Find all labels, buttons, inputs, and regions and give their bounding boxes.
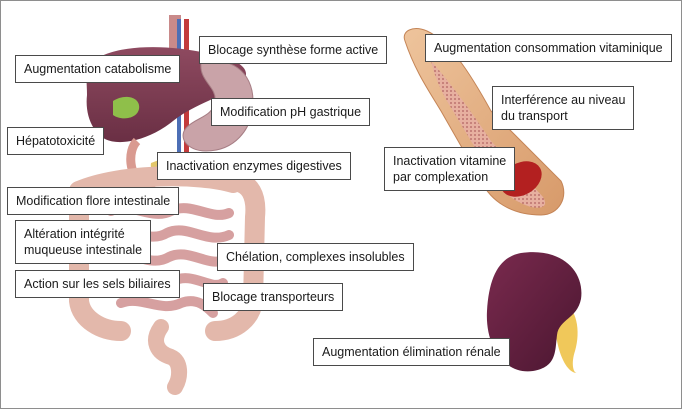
label-inactivation-enzymes: Inactivation enzymes digestives (157, 152, 351, 180)
label-action-sels-biliaires: Action sur les sels biliaires (15, 270, 180, 298)
label-alteration-muqueuse: Altération intégrité muqueuse intestinal… (15, 220, 152, 264)
label-interference-transport: Interférence au niveau du transport (492, 86, 635, 130)
gallbladder (113, 96, 140, 119)
label-augmentation-consommation: Augmentation consommation vitaminique (425, 34, 672, 62)
label-hepatotoxicite: Hépatotoxicité (7, 127, 105, 155)
label-augmentation-elimination: Augmentation élimination rénale (313, 338, 510, 366)
label-modification-flore: Modification flore intestinale (7, 187, 180, 215)
label-chelation: Chélation, complexes insolubles (217, 243, 414, 271)
rectum (148, 319, 188, 395)
label-blocage-transporteurs: Blocage transporteurs (203, 283, 344, 311)
label-inactivation-vitamine: Inactivation vitamine par complexation (384, 147, 516, 191)
label-augmentation-catabolisme: Augmentation catabolisme (15, 55, 181, 83)
kidney-group (486, 252, 582, 373)
kidney (486, 252, 582, 372)
label-modification-ph: Modification pH gastrique (211, 98, 371, 126)
label-blocage-synthese: Blocage synthèse forme active (199, 36, 388, 64)
